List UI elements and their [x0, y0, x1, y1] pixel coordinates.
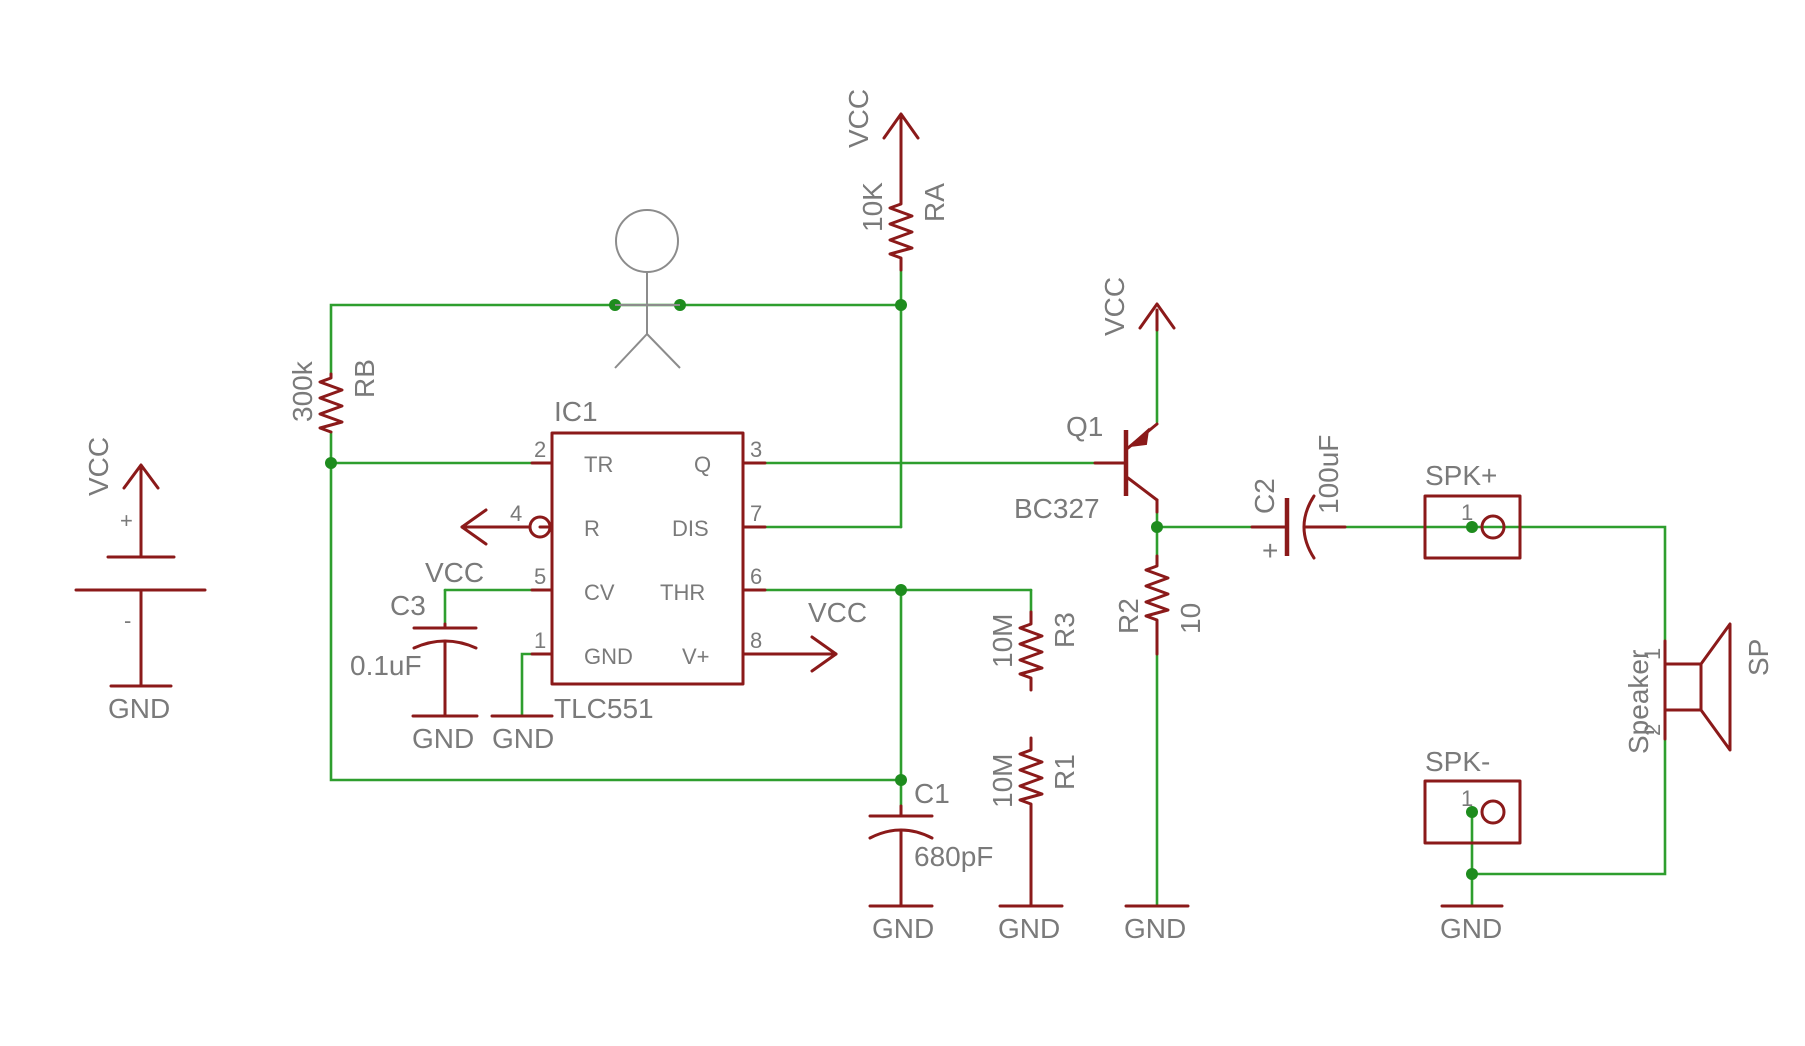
ic-label-thr: THR [660, 580, 705, 605]
c1-value: 680pF [914, 841, 993, 872]
junction-dot [895, 774, 907, 786]
battery-gnd-label: GND [108, 693, 170, 724]
q1-vcc-label: VCC [1099, 277, 1130, 336]
ic-label-r: R [584, 516, 600, 541]
wire-top-net [329, 303, 903, 376]
speaker-symbol: SP Speaker 1 2 [1623, 622, 1774, 754]
ic-label-cv: CV [584, 580, 615, 605]
ic-pin-3: 3 [750, 437, 762, 462]
c3-gnd-label: GND [412, 723, 474, 754]
vcc-arrow-icon [810, 635, 838, 673]
c3-name: C3 [390, 590, 426, 621]
r2-gnd-label: GND [1124, 913, 1186, 944]
ic-pin-7: 7 [750, 501, 762, 526]
r1-value: 10M [987, 754, 1018, 808]
ic-label-vplus: V+ [682, 644, 710, 669]
r3-name: R3 [1049, 612, 1080, 648]
c2-name: C2 [1249, 478, 1280, 514]
ra-name: RA [919, 183, 950, 222]
sp-pin-1: 1 [1640, 648, 1665, 660]
wire-spkp-speaker [1470, 525, 1667, 643]
battery-vcc-label: VCC [83, 437, 114, 496]
ic-pin-4: 4 [510, 501, 522, 526]
battery-symbol: + - VCC GND [74, 437, 207, 724]
ic-name: IC1 [554, 396, 598, 427]
cv-vcc-label: VCC [425, 557, 484, 588]
q1-name: Q1 [1066, 411, 1103, 442]
ic-tlc551: IC1 TLC551 2 4 5 1 3 7 6 8 TR R CV GND Q… [425, 396, 867, 724]
c2-value: 100uF [1313, 435, 1344, 514]
capacitor-c3: C3 0.1uF GND GND [350, 590, 554, 754]
c1-gnd-label: GND [872, 913, 934, 944]
wire-trigger-loop [329, 461, 903, 782]
ic-pin-2: 2 [534, 437, 546, 462]
resistor-ra: VCC 10K RA [843, 89, 950, 272]
spkp-pin-1: 1 [1461, 500, 1473, 525]
ic-label-q: Q [694, 452, 711, 477]
transistor-q1: VCC Q1 BC327 [1014, 277, 1176, 524]
spkm-gnd-label: GND [1440, 913, 1502, 944]
connector-spk-minus: SPK- 1 GND [1423, 746, 1522, 944]
ic-label-tr: TR [584, 452, 613, 477]
sp-pin-2: 2 [1640, 724, 1665, 736]
wire-gnd-pin [520, 652, 534, 718]
vcc-arrow-icon [882, 112, 920, 140]
c1-name: C1 [914, 778, 950, 809]
rb-name: RB [349, 359, 380, 398]
c3-value: 0.1uF [350, 650, 422, 681]
sp-value: Speaker [1623, 650, 1654, 754]
ic-gnd-label: GND [492, 723, 554, 754]
resistor-r1: 10M R1 GND [987, 736, 1080, 944]
junction-dot [325, 457, 337, 469]
connector-spk-plus: SPK+ 1 [1423, 460, 1522, 560]
spkm-pin-1: 1 [1461, 786, 1473, 811]
r2-name: R2 [1113, 598, 1144, 634]
ic-pin-5: 5 [534, 564, 546, 589]
ic-pin-8: 8 [750, 628, 762, 653]
junction-dot [1466, 868, 1478, 880]
wire-speaker-gnd [1470, 737, 1667, 876]
vcc-arrow-icon [122, 463, 160, 490]
resistor-r3: 10M R3 [987, 610, 1080, 692]
rb-value: 300k [287, 360, 318, 422]
vcc-arrow-icon [460, 508, 488, 546]
ic-value: TLC551 [554, 693, 654, 724]
ra-vcc-label: VCC [843, 89, 874, 148]
vcc-arrow-icon [1138, 302, 1176, 330]
r1-name: R1 [1049, 754, 1080, 790]
junction-dot [895, 299, 907, 311]
r1-gnd-label: GND [998, 913, 1060, 944]
ic-pin-6: 6 [750, 564, 762, 589]
ic-pin-1: 1 [534, 628, 546, 653]
resistor-r2: R2 10 GND [1113, 554, 1206, 944]
capacitor-c2: + C2 100uF [1249, 435, 1347, 566]
battery-plus: + [120, 508, 133, 533]
person-icon [614, 209, 681, 369]
q1-value: BC327 [1014, 493, 1100, 524]
junction-dot [1151, 521, 1163, 533]
ra-value: 10K [857, 182, 888, 232]
spkp-name: SPK+ [1425, 460, 1497, 491]
vplus-vcc-label: VCC [808, 597, 867, 628]
spkm-name: SPK- [1425, 746, 1490, 777]
sp-name: SP [1743, 639, 1774, 676]
r2-value: 10 [1175, 603, 1206, 634]
junction-dot [895, 584, 907, 596]
junction-dot [1466, 806, 1478, 818]
capacitor-c1: C1 680pF GND [868, 778, 993, 944]
c2-plus: + [1262, 535, 1278, 566]
junction-dot [1466, 521, 1478, 533]
resistor-rb: 300k RB [287, 359, 380, 434]
r3-value: 10M [987, 614, 1018, 668]
ic-label-dis: DIS [672, 516, 709, 541]
battery-minus: - [124, 608, 131, 633]
ic-label-gnd: GND [584, 644, 633, 669]
